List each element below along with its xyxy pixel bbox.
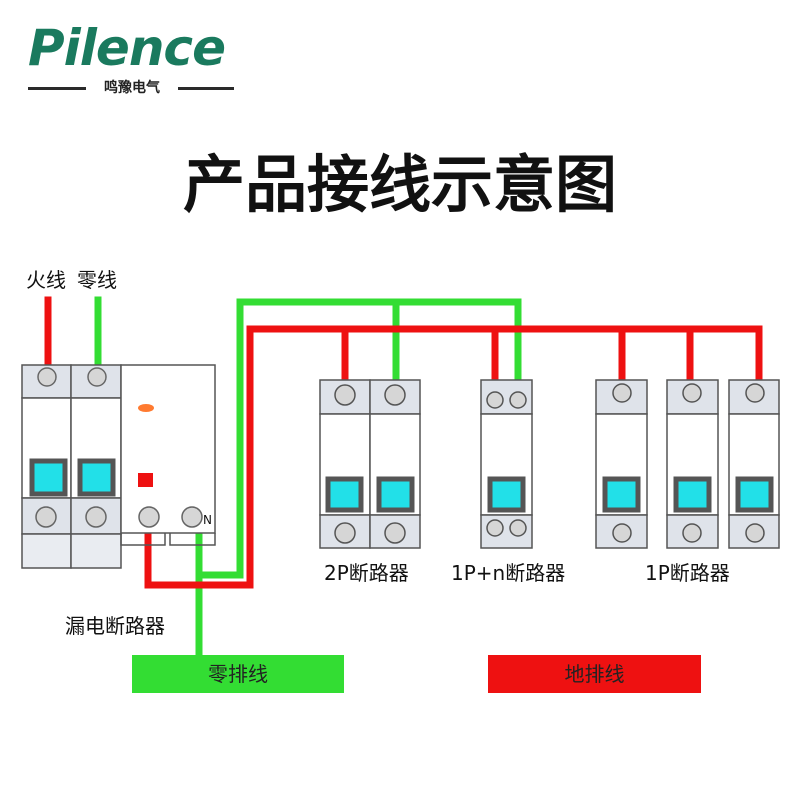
1pn-handle [487,476,526,513]
1p-a-screw-bottom [612,523,632,543]
rcbo-test-button [138,473,153,487]
breaker-1pn [480,379,533,549]
live-wire-label: 火线 [26,268,66,292]
1pn-screw-top-n [509,391,527,409]
live-trunk-wire [144,325,763,589]
neutral-busbar-label: 零排线 [208,662,268,686]
rcbo-screw-bottom-1 [35,506,57,528]
brand-subtitle: 鸣豫电气 [104,80,160,96]
breaker-1p-a [595,379,648,549]
1p-c-screw-top [745,383,765,403]
1pn-screw-bottom-n [509,519,527,537]
2p-handle-1 [325,476,364,513]
rcbo-indicator-light [138,404,154,412]
1p-b-handle [673,476,712,513]
breaker-2p-label: 2P断路器 [324,561,409,585]
rcbo-label: 漏电断路器 [65,614,165,638]
neutral-busbar [132,655,344,693]
brand-subtitle-row: 鸣豫电气 [28,78,234,98]
breaker-1p-b [666,379,719,549]
1pn-screw-bottom-l [486,519,504,537]
2p-handle-2 [376,476,415,513]
2p-screw-bottom-1 [334,522,356,544]
rcbo-handles [29,404,154,497]
rcbo-leakage-module [120,364,216,534]
brand-logo: Pilence [28,19,226,77]
neutral-wires [94,296,522,659]
rcbo-handle-l [29,458,68,497]
live-wires [44,296,763,589]
rcbo-terminals [35,367,203,528]
1p-c-handle [735,476,774,513]
breaker-1pn-label: 1P+n断路器 [451,561,566,585]
1pn-screw-top-l [486,391,504,409]
breaker-2p [319,379,421,549]
earth-busbar-label: 地排线 [564,662,625,686]
breaker-1p-c [728,379,780,549]
n-terminal-label: N [203,513,212,527]
rcbo-handle-n [77,458,116,497]
rcbo-screw-top-n [87,367,107,387]
1p-a-screw-top [612,383,632,403]
2p-screw-top-1 [334,384,356,406]
rcbo-screw-out-n [181,506,203,528]
rcbo-module-feet [120,533,216,546]
1p-b-screw-bottom [682,523,702,543]
1p-c-screw-bottom [745,523,765,543]
rcbo-screw-top-l [37,367,57,387]
earth-busbar [488,655,701,693]
2p-screw-top-2 [384,384,406,406]
subtitle-rule-left [28,87,86,90]
1p-b-screw-top [682,383,702,403]
rcbo-screw-bottom-2 [85,506,107,528]
rcbo-base-n [70,533,122,569]
breaker-1p-label: 1P断路器 [645,561,730,585]
rcbo-screw-out-l [138,506,160,528]
rcbo-base-l [21,533,72,569]
neutral-wire-label: 零线 [77,268,117,292]
subtitle-rule-right [178,87,234,90]
neutral-feed-loop [236,298,522,579]
page-title: 产品接线示意图 [182,148,617,221]
1p-a-handle [602,476,641,513]
2p-screw-bottom-2 [384,522,406,544]
